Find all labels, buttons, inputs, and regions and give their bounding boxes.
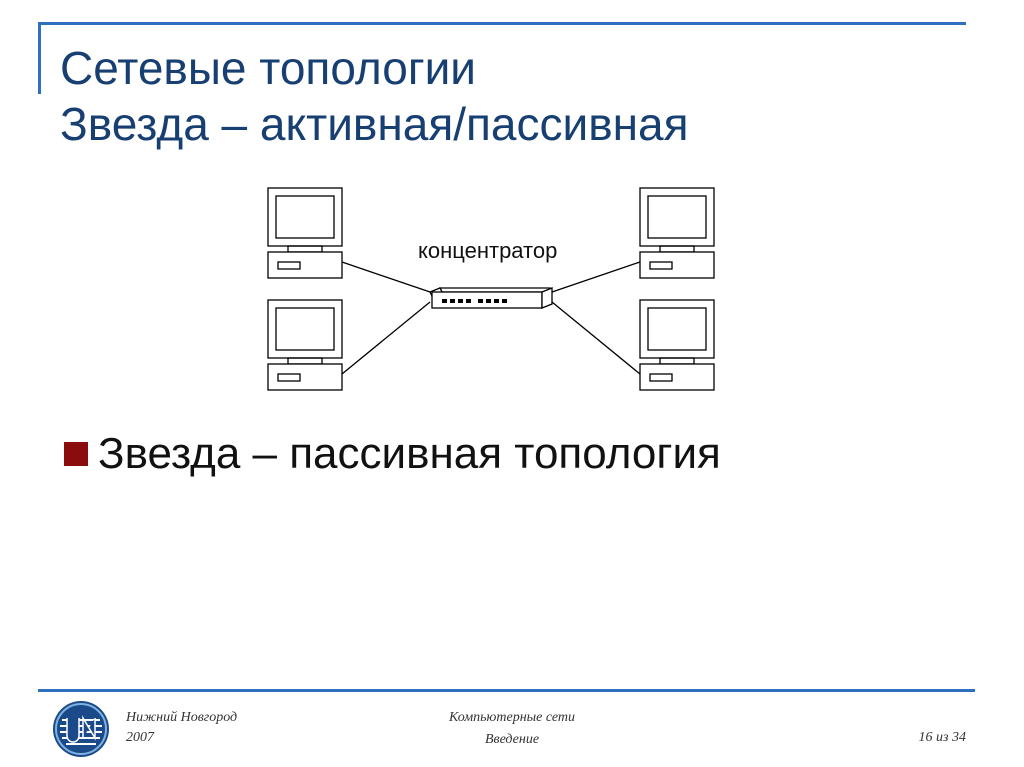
network-hub-icon	[429, 287, 554, 309]
footer-city: Нижний Новгород	[126, 710, 238, 725]
star-topology-diagram	[267, 187, 715, 391]
slide-title: Сетевые топологии Звезда – активная/пасс…	[60, 40, 960, 152]
left-rule	[38, 22, 41, 94]
footer-year: 2007	[126, 730, 154, 745]
link-bottom-right	[551, 301, 641, 375]
desktop-computer-icon	[639, 187, 715, 279]
footer-course: Компьютерные сети	[448, 710, 576, 725]
square-bullet-icon	[64, 442, 88, 466]
link-top-left	[341, 261, 431, 293]
footer-lecture: Введение	[484, 732, 540, 747]
desktop-computer-icon	[267, 187, 343, 279]
link-top-right	[551, 261, 641, 293]
title-line-2: Звезда – активная/пассивная	[60, 98, 689, 150]
desktop-computer-icon	[639, 299, 715, 391]
bottom-rule	[38, 689, 975, 692]
unn-logo-icon	[53, 701, 109, 757]
footer-page-number: 16 из 34	[918, 730, 966, 745]
top-rule	[38, 22, 966, 25]
bullet-text: Звезда – пассивная топология	[98, 429, 721, 478]
hub-label: концентратор	[418, 238, 558, 263]
link-bottom-left	[341, 301, 431, 375]
title-line-1: Сетевые топологии	[60, 42, 476, 94]
desktop-computer-icon	[267, 299, 343, 391]
hub-port-leds	[442, 299, 507, 303]
